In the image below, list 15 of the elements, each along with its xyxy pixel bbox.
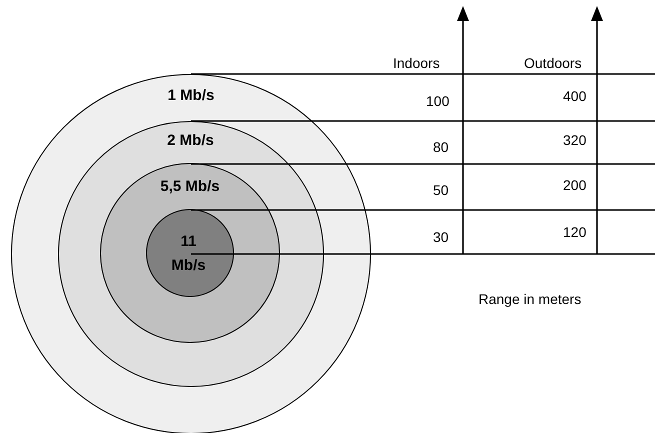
speed-label: 11 Mb/s xyxy=(170,232,207,276)
column-header: Indoors xyxy=(393,55,440,71)
range-value: 400 xyxy=(563,88,586,104)
column-header: Outdoors xyxy=(524,55,582,71)
range-value: 320 xyxy=(563,132,586,148)
range-value: 50 xyxy=(433,182,449,198)
speed-label: 5,5 Mb/s xyxy=(159,178,221,195)
range-value: 200 xyxy=(563,177,586,193)
speed-label: 1 Mb/s xyxy=(166,87,216,104)
range-value: 30 xyxy=(433,229,449,245)
range-value: 100 xyxy=(426,93,450,109)
axis-caption: Range in meters xyxy=(478,291,582,307)
range-value: 120 xyxy=(563,224,586,240)
speed-label: 2 Mb/s xyxy=(166,132,215,148)
range-value: 80 xyxy=(433,139,449,155)
